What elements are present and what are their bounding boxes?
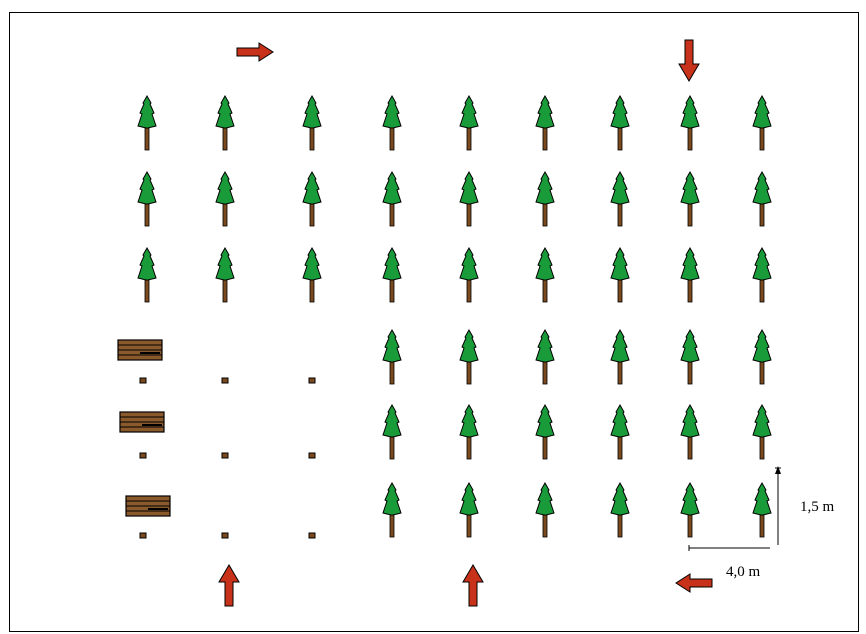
tree-r2-c9 [752,170,772,227]
tree-r5-c7 [610,403,630,460]
tree-r1-c5 [459,94,479,151]
tree-r6-c9 [752,481,772,538]
stump-r4-c3 [308,377,316,384]
tree-r3-c8 [680,246,700,303]
stump-r4-c1 [139,377,147,384]
dimension-label-between-rows: 4,0 m [726,564,761,580]
tree-r1-c3 [302,94,322,151]
tree-r3-c2 [215,246,235,303]
log-pile-r4 [117,339,163,361]
tree-r3-c5 [459,246,479,303]
tree-r1-c7 [610,94,630,151]
tree-r5-c4 [382,403,402,460]
tree-r4-c6 [535,328,555,385]
tree-r3-c1 [137,246,157,303]
stump-r6-c2 [221,532,229,539]
stump-r6-c3 [308,532,316,539]
tree-r4-c4 [382,328,402,385]
tree-r1-c1 [137,94,157,151]
tree-r3-c3 [302,246,322,303]
arrow-top-down [678,39,700,82]
tree-r1-c8 [680,94,700,151]
tree-r3-c9 [752,246,772,303]
arrow-bottom-left [675,573,713,593]
tree-r2-c3 [302,170,322,227]
tree-r3-c4 [382,246,402,303]
tree-r5-c8 [680,403,700,460]
tree-r2-c1 [137,170,157,227]
tree-r1-c6 [535,94,555,151]
stump-r5-c1 [139,452,147,459]
dimension-lines [688,466,781,551]
tree-r4-c8 [680,328,700,385]
tree-r5-c5 [459,403,479,460]
tree-r6-c6 [535,481,555,538]
tree-r3-c7 [610,246,630,303]
tree-r6-c8 [680,481,700,538]
tree-r5-c6 [535,403,555,460]
tree-r1-c4 [382,94,402,151]
stump-r4-c2 [221,377,229,384]
tree-r1-c9 [752,94,772,151]
tree-r2-c7 [610,170,630,227]
tree-r6-c7 [610,481,630,538]
tree-r4-c9 [752,328,772,385]
tree-r4-c5 [459,328,479,385]
stump-r5-c2 [221,452,229,459]
tree-r2-c8 [680,170,700,227]
arrow-bottom-up-center [462,564,484,607]
stump-r6-c1 [139,532,147,539]
arrow-bottom-up-left [218,564,240,607]
tree-r2-c4 [382,170,402,227]
tree-r2-c6 [535,170,555,227]
arrow-top-right [236,42,274,62]
tree-r4-c7 [610,328,630,385]
tree-r2-c5 [459,170,479,227]
dimension-label-in-row: 1,5 m [800,499,835,515]
tree-r6-c5 [459,481,479,538]
log-pile-r6 [125,495,171,517]
tree-r6-c4 [382,481,402,538]
diagram-frame [9,12,859,632]
log-pile-r5 [119,411,165,433]
tree-r3-c6 [535,246,555,303]
stump-r5-c3 [308,452,316,459]
tree-r5-c9 [752,403,772,460]
tree-r2-c2 [215,170,235,227]
tree-r1-c2 [215,94,235,151]
